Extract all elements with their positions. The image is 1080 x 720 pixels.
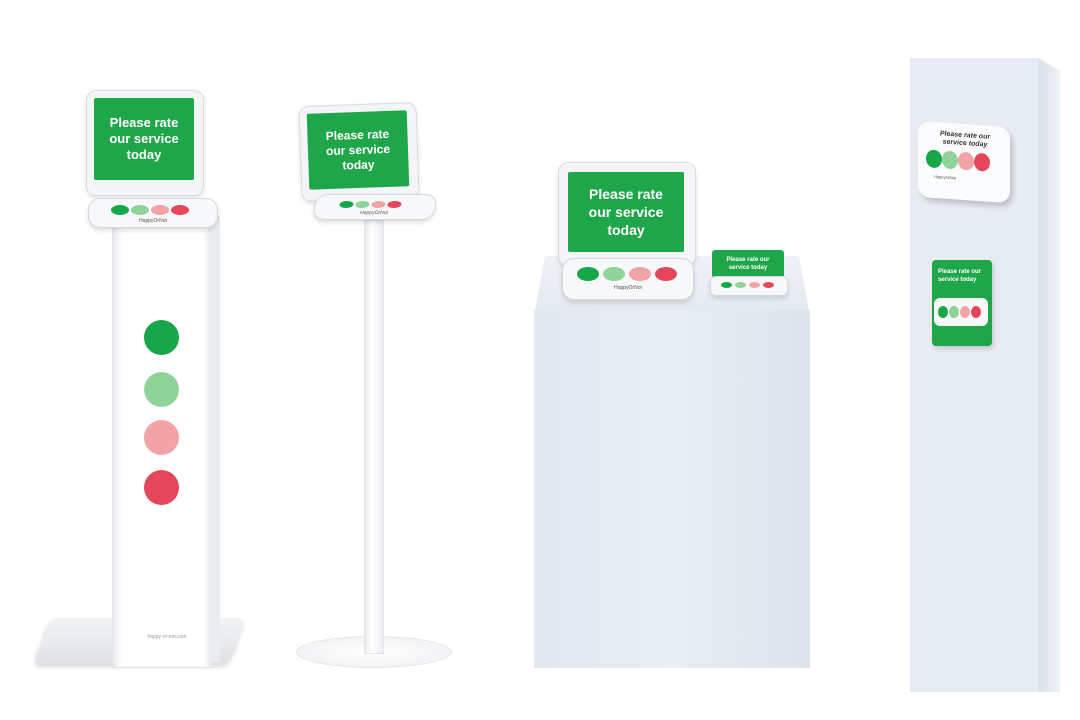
slightly-happy-face-icon[interactable] — [942, 150, 958, 170]
slightly-sad-button[interactable] — [370, 201, 387, 208]
slightly-sad-button[interactable] — [629, 267, 651, 281]
slightly-happy-button[interactable] — [735, 282, 746, 288]
slightly-happy-button[interactable] — [354, 201, 371, 208]
slightly-happy-button[interactable] — [949, 306, 959, 318]
slightly-sad-face-icon — [144, 420, 179, 455]
happy-button[interactable] — [338, 201, 355, 208]
happy-face-icon — [144, 320, 179, 355]
floor-stand-screen-text: Please rate our service today — [109, 115, 179, 162]
podium-screen-text: Please rate our service today — [588, 186, 664, 238]
happy-button[interactable] — [938, 306, 948, 318]
wall-pillar-side — [1038, 58, 1060, 692]
small-terminal-console — [710, 276, 788, 296]
happy-face-icon[interactable] — [926, 149, 942, 169]
floor-stand-kiosk: happy-or-not.com Please rate our service… — [33, 88, 247, 678]
podium-brand: HappyOrNot — [614, 285, 642, 291]
floor-stand-console: HappyOrNot — [88, 198, 218, 228]
wall-unit: Please rate our service today HappyOrNot — [918, 120, 1010, 204]
podium-screen: Please rate our service today — [568, 172, 684, 252]
sad-button[interactable] — [655, 267, 677, 281]
sad-face-icon — [144, 470, 179, 505]
floor-stand-screen: Please rate our service today — [94, 98, 194, 180]
podium-console: HappyOrNot — [562, 258, 694, 300]
slightly-happy-button[interactable] — [131, 205, 149, 215]
wall-card: Please rate our service today — [932, 260, 992, 346]
slightly-sad-button[interactable] — [151, 205, 169, 215]
sad-button[interactable] — [763, 282, 774, 288]
pole-stand-console: HappyOrNot — [311, 194, 439, 220]
sad-button[interactable] — [386, 201, 403, 208]
happy-button[interactable] — [577, 267, 599, 281]
sad-button[interactable] — [971, 306, 981, 318]
pillar-side — [212, 216, 220, 662]
sad-button[interactable] — [171, 205, 189, 215]
podium-kiosk: Please rate our service today HappyOrNot… — [530, 160, 820, 672]
wall-pillar: Please rate our service today HappyOrNot… — [908, 56, 1064, 696]
slightly-happy-face-icon — [144, 372, 179, 407]
slightly-happy-button[interactable] — [603, 267, 625, 281]
slightly-sad-face-icon[interactable] — [958, 151, 974, 171]
podium-body — [534, 310, 810, 668]
wall-card-console — [934, 298, 988, 326]
pole-stand-screen-text: Please rate our service today — [325, 126, 391, 173]
small-terminal-screen: Please rate our service today — [712, 250, 784, 278]
small-terminal-text: Please rate our service today — [726, 257, 770, 271]
wall-unit-text: Please rate our service today — [939, 130, 991, 149]
floor-stand-brand: HappyOrNot — [139, 218, 167, 224]
base-url-text: happy-or-not.com — [147, 634, 187, 640]
slightly-sad-button[interactable] — [960, 306, 970, 318]
wall-card-text: Please rate our service today — [938, 269, 982, 283]
happy-button[interactable] — [111, 205, 129, 215]
pole-stand-screen: Please rate our service today — [306, 110, 410, 190]
pole-stand-pole — [364, 220, 384, 654]
wall-unit-brand: HappyOrNot — [934, 173, 957, 181]
sad-face-icon[interactable] — [974, 152, 990, 172]
happy-button[interactable] — [721, 282, 732, 288]
slightly-sad-button[interactable] — [749, 282, 760, 288]
pole-stand-kiosk: Please rate our service today HappyOrNot — [290, 100, 460, 670]
pole-stand-brand: HappyOrNot — [359, 210, 389, 216]
